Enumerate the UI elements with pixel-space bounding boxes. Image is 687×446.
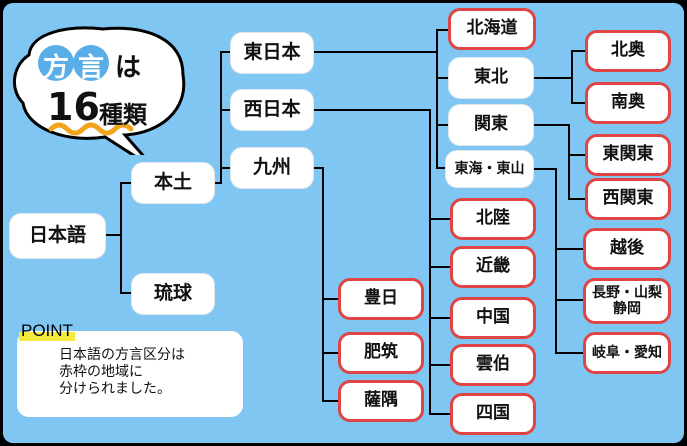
node-chugoku: 中国 xyxy=(450,297,536,339)
node-nishi-kanto: 西関東 xyxy=(585,178,671,220)
bubble-shape xyxy=(13,26,186,171)
node-nishi-nihon: 西日本 xyxy=(230,89,314,131)
title-char-2: 言 xyxy=(78,53,105,83)
node-higashi-nihon: 東日本 xyxy=(230,32,314,74)
diagram-canvas: 方 言 は 16 種類 日本語 本土 琉球 東日本 西日本 九州 北海道 東北 … xyxy=(3,3,684,443)
point-note xyxy=(17,331,243,417)
node-nihongo: 日本語 xyxy=(9,213,106,259)
node-hokuou: 北奥 xyxy=(585,30,671,72)
node-etsugo: 越後 xyxy=(583,228,671,270)
point-label: POINT xyxy=(19,321,75,341)
title-char-3: は xyxy=(115,53,142,83)
connector-lines xyxy=(106,29,587,415)
point-text: 日本語の方言区分は 赤枠の地域に 分けられました。 xyxy=(59,347,185,397)
node-nanou: 南奥 xyxy=(585,82,671,124)
node-hokuriku: 北陸 xyxy=(450,198,536,240)
title-char-1: 方 xyxy=(43,53,70,83)
node-tokai-tosan: 東海・東山 xyxy=(445,150,534,188)
node-kinki: 近畿 xyxy=(450,246,536,288)
node-hokkaido: 北海道 xyxy=(448,8,536,50)
node-hondo: 本土 xyxy=(131,162,215,204)
node-tohoku: 東北 xyxy=(448,57,534,99)
node-kyushu: 九州 xyxy=(230,147,314,189)
node-hichiku: 肥筑 xyxy=(338,332,424,374)
title-count: 16 xyxy=(47,85,100,129)
title-suffix: 種類 xyxy=(99,101,147,129)
node-hoyo: 豊日 xyxy=(338,278,424,320)
node-ryukyu: 琉球 xyxy=(131,273,215,315)
node-nagano-yamanashi-shizuoka: 長野・山梨 静岡 xyxy=(583,278,671,324)
node-shikoku: 四国 xyxy=(450,393,536,435)
node-higashi-kanto: 東関東 xyxy=(585,134,671,176)
node-satsugu: 薩隅 xyxy=(338,380,424,422)
node-kanto: 関東 xyxy=(448,104,534,146)
node-unpaku: 雲伯 xyxy=(450,344,536,386)
title-bubble: 方 言 は 16 種類 xyxy=(7,25,195,171)
node-gifu-aichi: 岐阜・愛知 xyxy=(583,332,671,374)
